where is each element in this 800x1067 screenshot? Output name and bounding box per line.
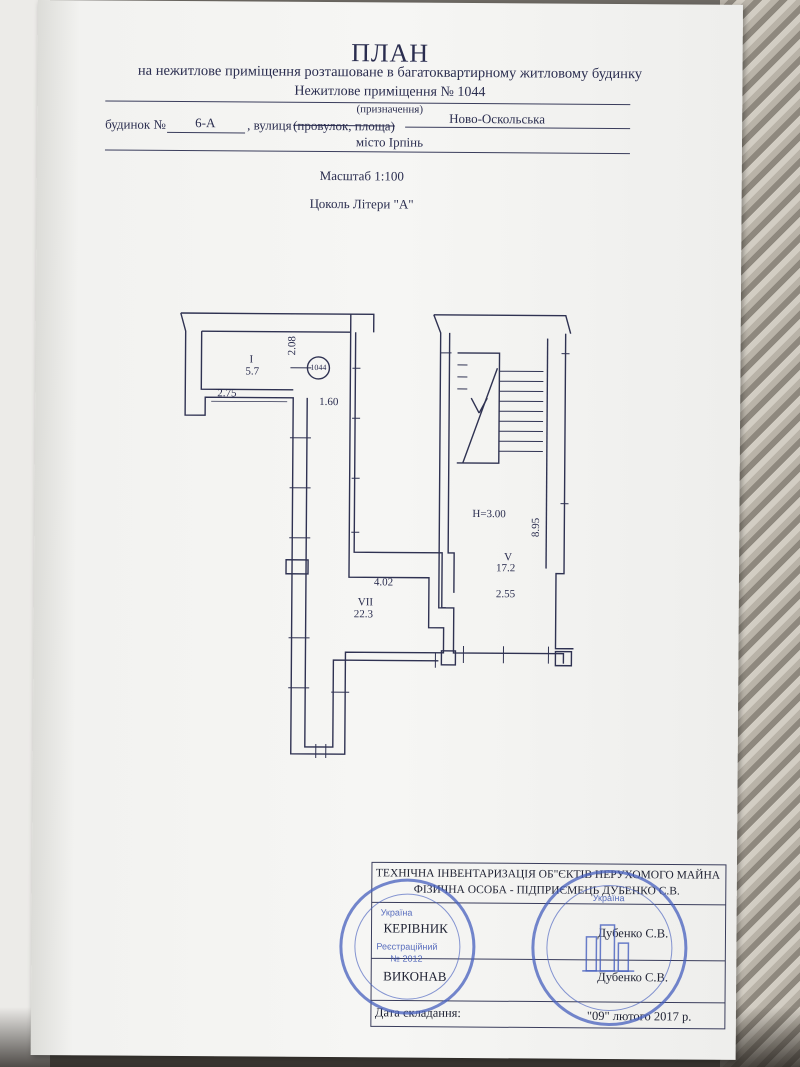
dim-255: 2.55 xyxy=(495,588,516,601)
marker-circle xyxy=(306,356,331,380)
wall-ticks xyxy=(288,352,570,759)
dim-208: 2.08 xyxy=(286,336,299,356)
room-vii-number: VII xyxy=(357,596,374,609)
wall-top-left xyxy=(180,312,375,333)
wall-room-i xyxy=(200,331,294,391)
seal-left-reg-no: № 2012 xyxy=(390,953,423,964)
org-line-1: ТЕХНІЧНА ІНВЕНТАРИЗАЦІЯ ОБ"ЄКТІВ НЕРУХОМ… xyxy=(375,867,721,882)
dim-895: 8.95 xyxy=(529,517,543,538)
floor-plan-document: ПЛАН на нежитлове приміщення розташоване… xyxy=(30,0,743,1060)
wall-right-left xyxy=(433,314,565,664)
room-v-area: 17.2 xyxy=(496,562,516,575)
wall-corridor-inner xyxy=(304,397,439,748)
seal-right-country: Україна xyxy=(592,892,625,904)
column-left xyxy=(440,650,457,666)
round-seal-right: Україна xyxy=(530,869,688,1027)
wall-room-i-top xyxy=(201,330,351,333)
seal-left-country: Україна xyxy=(380,907,413,918)
marker-1044: 1044 xyxy=(310,362,327,373)
wall-top-right xyxy=(433,314,572,334)
round-seal-left: Україна Реєстраційний № 2012 xyxy=(338,878,476,1016)
room-i-number: I xyxy=(249,353,254,366)
room-i-area: 5.7 xyxy=(245,365,260,378)
seal-emblem-icon xyxy=(582,924,635,972)
dim-160: 1.60 xyxy=(319,395,339,409)
stair-diagonal xyxy=(462,367,499,464)
wall-stair-right-inner xyxy=(545,338,549,569)
wall-stair-left xyxy=(447,332,455,593)
dim-275: 2.75 xyxy=(217,387,237,400)
seal-left-reg: Реєстраційний xyxy=(376,941,438,952)
stair-frame xyxy=(456,352,501,464)
floor-plan-drawing xyxy=(180,312,574,759)
stair-arrow-a xyxy=(470,397,480,414)
wall-stair-right xyxy=(554,333,574,650)
height-label: H=3.00 xyxy=(472,508,506,521)
wall-box xyxy=(285,559,309,575)
column-right xyxy=(554,650,573,667)
room-vii-area: 22.3 xyxy=(353,608,374,621)
dim-line-275 xyxy=(211,400,288,403)
dim-402: 4.02 xyxy=(373,576,394,589)
stair-steps xyxy=(457,364,544,453)
wall-left-outer xyxy=(180,312,445,755)
wall-inner-right xyxy=(353,332,446,609)
stair-arrow-b xyxy=(478,397,488,414)
